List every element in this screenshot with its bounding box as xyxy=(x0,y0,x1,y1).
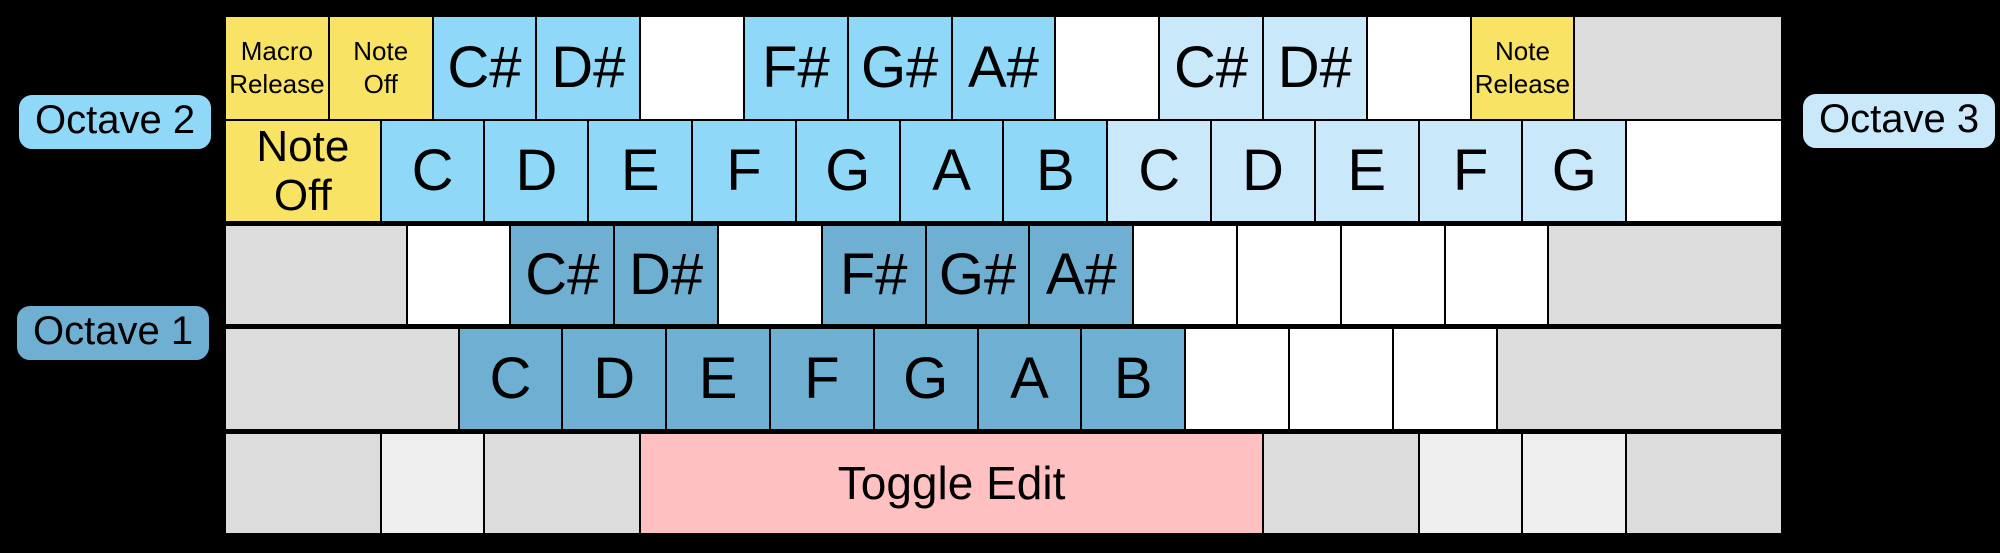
key-modifier xyxy=(1262,433,1419,534)
key-note-a-oct2[interactable]: A xyxy=(899,120,1004,222)
key-note-f-oct1[interactable]: F xyxy=(769,328,874,430)
key-note-fs-oct1[interactable]: F# xyxy=(821,225,926,325)
key-note-cs-oct3[interactable]: C# xyxy=(1159,16,1263,120)
key-unmapped xyxy=(406,225,511,325)
key-unmapped xyxy=(1444,225,1549,325)
key-modifier xyxy=(1626,433,1782,534)
key-note-b-oct2[interactable]: B xyxy=(1003,120,1108,222)
key-modifier xyxy=(380,433,485,534)
key-note-cs-oct2[interactable]: C# xyxy=(432,16,537,120)
key-unmapped xyxy=(1340,225,1445,325)
key-unmapped xyxy=(1288,328,1393,430)
key-note-ds-oct3[interactable]: D# xyxy=(1262,16,1367,120)
key-modifier xyxy=(1574,16,1782,120)
key-modifier xyxy=(1522,433,1627,534)
key-note-off-tab[interactable]: Note Off xyxy=(225,120,381,222)
key-note-d-oct1[interactable]: D xyxy=(562,328,667,430)
key-modifier xyxy=(225,328,459,430)
key-note-as-oct1[interactable]: A# xyxy=(1029,225,1134,325)
key-modifier xyxy=(1496,328,1782,430)
octave-2-badge: Octave 2 xyxy=(16,92,215,152)
key-note-gs-oct1[interactable]: G# xyxy=(925,225,1030,325)
key-modifier xyxy=(225,433,381,534)
key-modifier xyxy=(484,433,641,534)
key-unmapped xyxy=(1392,328,1497,430)
key-note-c-oct1[interactable]: C xyxy=(458,328,563,430)
key-note-e-oct2[interactable]: E xyxy=(588,120,693,222)
keyboard-row-3: C#D# F#G#A# xyxy=(225,225,1782,325)
key-note-c-oct2[interactable]: C xyxy=(380,120,485,222)
key-unmapped xyxy=(1626,120,1782,222)
key-unmapped xyxy=(718,225,822,325)
key-note-b-oct1[interactable]: B xyxy=(1081,328,1186,430)
key-note-a-oct1[interactable]: A xyxy=(977,328,1082,430)
key-modifier xyxy=(225,225,407,325)
octave-3-badge: Octave 3 xyxy=(1800,91,1999,151)
key-note-e-oct3[interactable]: E xyxy=(1314,120,1419,222)
key-unmapped xyxy=(1237,225,1341,325)
key-macro-release[interactable]: Macro Release xyxy=(225,16,329,120)
key-note-ds-oct2[interactable]: D# xyxy=(536,16,641,120)
key-note-cs-oct1[interactable]: C# xyxy=(510,225,615,325)
key-note-g-oct1[interactable]: G xyxy=(873,328,978,430)
key-note-ds-oct1[interactable]: D# xyxy=(614,225,719,325)
key-note-as-oct2[interactable]: A# xyxy=(951,16,1056,120)
key-note-f-oct2[interactable]: F xyxy=(692,120,796,222)
key-unmapped xyxy=(1185,328,1289,430)
keyboard-row-5: Toggle Edit xyxy=(225,433,1782,534)
key-note-g-oct2[interactable]: G xyxy=(795,120,900,222)
key-unmapped xyxy=(1055,16,1160,120)
key-modifier xyxy=(1548,225,1782,325)
key-note-g-oct3[interactable]: G xyxy=(1522,120,1627,222)
key-note-gs-oct2[interactable]: G# xyxy=(847,16,952,120)
octave-1-badge: Octave 1 xyxy=(14,303,213,363)
key-note-off[interactable]: Note Off xyxy=(328,16,433,120)
key-unmapped xyxy=(640,16,744,120)
key-note-d-oct3[interactable]: D xyxy=(1211,120,1315,222)
key-note-c-oct3[interactable]: C xyxy=(1107,120,1212,222)
key-note-release[interactable]: Note Release xyxy=(1470,16,1575,120)
key-note-f-oct3[interactable]: F xyxy=(1418,120,1523,222)
key-note-e-oct1[interactable]: E xyxy=(666,328,770,430)
key-unmapped xyxy=(1366,16,1471,120)
key-modifier xyxy=(1418,433,1523,534)
key-note-d-oct2[interactable]: D xyxy=(484,120,589,222)
key-unmapped xyxy=(1133,225,1238,325)
key-toggle-edit[interactable]: Toggle Edit xyxy=(640,433,1263,534)
key-note-fs-oct2[interactable]: F# xyxy=(743,16,848,120)
